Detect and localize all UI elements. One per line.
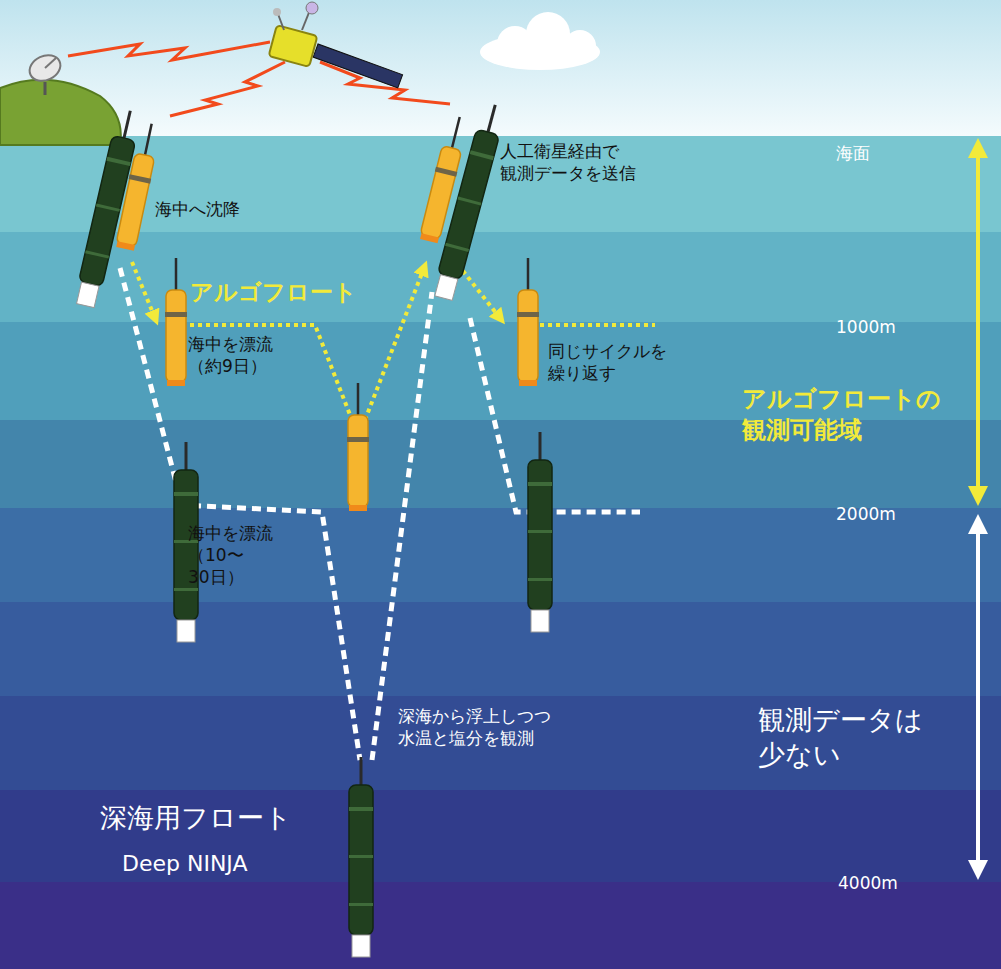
float-name: アルゴフロート [190, 278, 357, 308]
float-name: 深海用フロート [100, 800, 292, 835]
float-name: Deep NINJA [122, 850, 248, 879]
range-label: 観測データは 少ない [758, 702, 923, 772]
depth-label: 海面 [836, 142, 870, 164]
depth-label: 1000m [836, 316, 896, 338]
process-note: 深海から浮上しつつ 水温と塩分を観測 [398, 705, 551, 749]
process-note: 海中を漂流 （約9日） [188, 333, 273, 377]
range-label: アルゴフロートの 観測可能域 [742, 384, 941, 446]
depth-label: 2000m [836, 503, 896, 525]
process-note: 人工衛星経由で 観測データを送信 [500, 140, 636, 184]
process-note: 海中へ沈降 [155, 198, 240, 220]
process-note: 海中を漂流 （10〜30日） [188, 522, 273, 588]
process-note: 同じサイクルを 繰り返す [548, 340, 667, 384]
depth-label: 4000m [838, 872, 898, 894]
